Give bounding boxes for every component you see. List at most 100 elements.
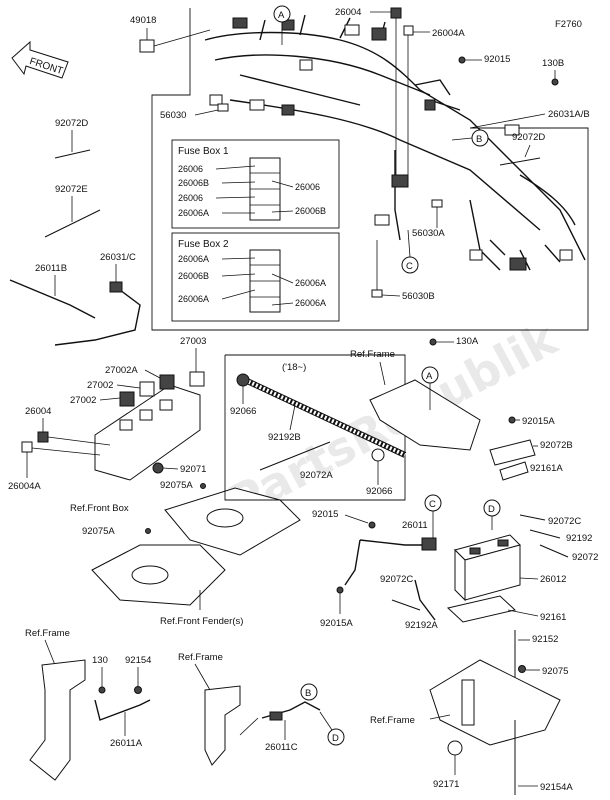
label-92072D-right: 92072D [512,132,545,143]
label-92192A: 92192A [405,620,438,631]
label-ref-frame-bl: Ref.Frame [25,628,70,639]
label-130B: 130B [542,58,564,69]
label-27002-b: 27002 [70,395,96,406]
svg-text:26006B: 26006B [295,206,326,216]
label-26004A-top: 26004A [432,28,465,39]
label-56030A: 56030A [412,228,445,239]
svg-text:26006: 26006 [178,193,203,203]
callout-c-mid: C [424,494,442,540]
label-92075A-a: 92075A [160,480,193,491]
label-92066-a: 92066 [230,406,256,417]
callout-d-bottom: D [319,711,345,746]
fuse-box-1-title: Fuse Box 1 [178,146,229,157]
battery-26012 [454,534,521,602]
svg-text:C: C [406,261,413,272]
label-26012: 26012 [540,574,566,585]
year-tag: ('18~) [282,362,306,373]
cable-26031C [54,289,141,346]
label-92071: 92071 [180,464,206,475]
label-ref-front-fender: Ref.Front Fender(s) [160,616,243,627]
label-92161: 92161 [540,612,566,623]
pad-92072B [489,439,536,466]
label-26031AB: 26031A/B [548,109,590,120]
svg-text:26006B: 26006B [178,271,209,281]
label-92072A: 92072A [300,470,333,481]
label-92154A: 92154A [540,782,573,793]
svg-text:A: A [426,371,433,382]
label-49018: 49018 [130,15,156,26]
frame-bc [204,685,241,766]
label-130: 130 [92,655,108,666]
svg-text:26006: 26006 [295,182,320,192]
label-92015-top: 92015 [484,54,510,65]
fuse-box-1: Fuse Box 1 26006 26006B 26006 26006A 260… [171,139,340,229]
label-26004-left: 26004 [25,406,51,417]
label-27002A: 27002A [105,365,138,376]
tube-92192A [414,579,436,621]
year-box [224,354,406,501]
label-92192: 92192 [566,533,592,544]
cable-26011A [94,699,151,721]
frame-bl [29,659,86,781]
svg-text:D: D [332,733,339,744]
label-26011: 26011 [402,520,428,531]
connector-49018 [139,39,155,53]
label-56030: 56030 [160,110,186,121]
fuse-box-2-title: Fuse Box 2 [178,239,229,250]
label-ref-frame-mid: Ref.Frame [350,349,395,360]
svg-text:26006A: 26006A [178,208,209,218]
label-130A: 130A [456,336,479,347]
label-92152: 92152 [532,634,558,645]
battery-tray [429,659,561,746]
label-26031C: 26031/C [100,252,136,263]
label-92075: 92075 [542,666,568,677]
label-ref-frame-br: Ref.Frame [370,715,415,726]
label-92066-b: 92066 [366,486,392,497]
front-fenders [91,487,301,606]
label-ref-frame-bc: Ref.Frame [178,652,223,663]
diagram-code: F2760 [555,19,582,30]
svg-text:26006B: 26006B [178,178,209,188]
label-26011B: 26011B [35,263,67,274]
label-92171: 92171 [433,779,459,790]
label-92072C-right: 92072C [548,516,581,527]
label-92192B: 92192B [268,432,301,443]
pad-92161 [446,595,517,623]
tie-92072A [259,441,331,471]
label-92072D-left: 92072D [55,118,88,129]
callout-c-top: C [401,229,419,274]
svg-text:26006A: 26006A [295,298,326,308]
svg-text:B: B [476,134,482,145]
callout-d-mid: D [483,499,501,530]
svg-text:B: B [305,688,311,699]
label-92072B: 92072B [540,440,573,451]
clip-92171 [447,740,463,756]
label-26011A: 26011A [110,738,143,749]
label-92015-mid: 92015 [312,509,338,520]
fuse-box-2: Fuse Box 2 26006A 26006B 26006A 26006A 2… [171,232,340,322]
label-26011C: 26011C [265,742,298,753]
main-harness [204,14,586,271]
svg-text:C: C [429,499,436,510]
label-92154: 92154 [125,655,151,666]
label-92015A-right: 92015A [522,416,555,427]
front-arrow-icon: FRONT [11,40,69,79]
label-26004-top: 26004 [335,7,361,18]
label-92072E: 92072E [55,184,88,195]
callout-b-top: B [451,129,489,147]
callout-b-bottom: B [300,683,318,701]
label-56030B: 56030B [402,291,435,302]
cable-26011B [9,279,96,319]
callout-a-top: A [273,5,291,45]
label-92075A-b: 92075A [82,526,115,537]
label-26004A-left: 26004A [8,481,41,492]
label-92161A: 92161A [530,463,563,474]
label-92072: 92072 [572,552,598,563]
svg-text:26006A: 26006A [178,254,209,264]
frame-mid [369,379,481,451]
label-ref-front-box: Ref.Front Box [70,503,129,514]
svg-text:A: A [278,10,285,21]
svg-text:26006: 26006 [178,164,203,174]
